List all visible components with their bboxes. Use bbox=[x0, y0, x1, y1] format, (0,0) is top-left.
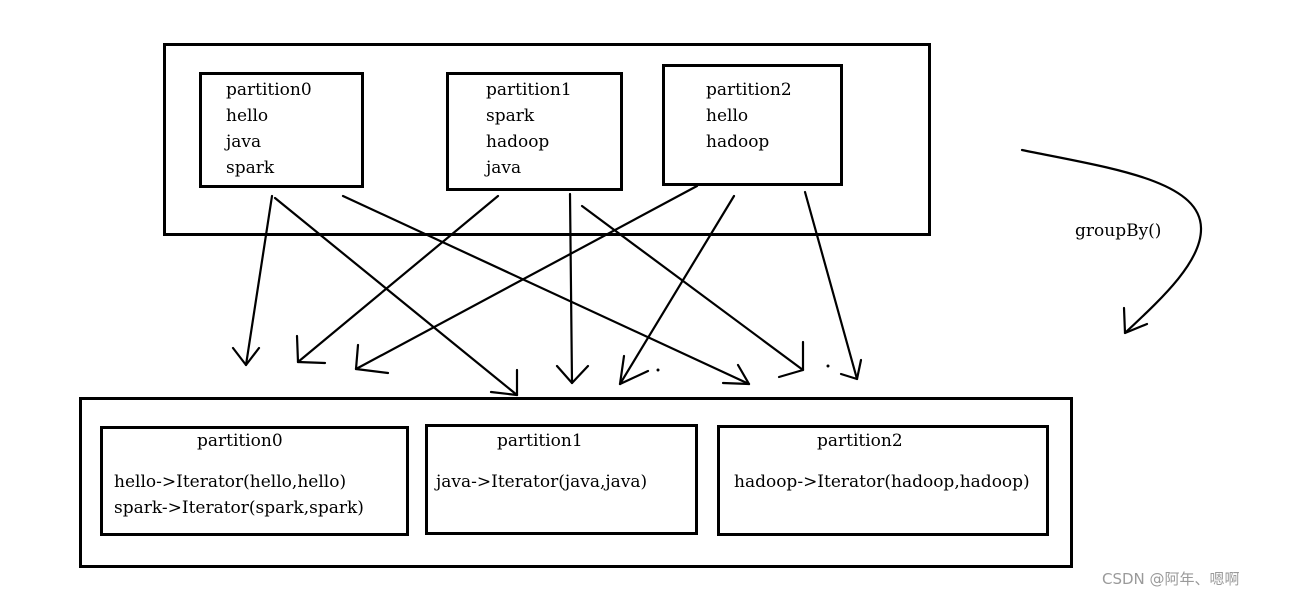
result-partition2-box bbox=[717, 425, 1049, 536]
arrowhead bbox=[777, 340, 805, 379]
arrowhead bbox=[721, 363, 751, 386]
source-partition0-item: hello bbox=[226, 106, 269, 126]
result-partition1-line: java->Iterator(java,java) bbox=[436, 472, 648, 492]
watermark: CSDN @阿年、嗯啊 bbox=[1102, 570, 1240, 588]
shuffle-arrow bbox=[803, 190, 859, 381]
shuffle-arrow bbox=[354, 184, 699, 371]
source-partition0-item: java bbox=[226, 132, 262, 152]
source-partition1-box bbox=[446, 72, 623, 191]
result-partition1-title: partition1 bbox=[497, 431, 583, 451]
shuffle-arrow bbox=[580, 204, 805, 372]
result-rdd-box bbox=[79, 397, 1073, 568]
source-partition0-item: spark bbox=[226, 158, 275, 178]
arrowhead bbox=[555, 364, 590, 385]
ink-dot bbox=[656, 368, 660, 372]
result-partition0-box bbox=[100, 426, 409, 536]
source-rdd-box bbox=[163, 43, 931, 236]
arrowhead bbox=[489, 368, 519, 397]
arrowhead bbox=[839, 358, 863, 381]
shuffle-arrow bbox=[568, 192, 574, 385]
source-partition1-item: spark bbox=[486, 106, 535, 126]
operation-label: groupBy() bbox=[1075, 221, 1162, 241]
source-partition1-item: hadoop bbox=[486, 132, 550, 152]
arrowhead bbox=[295, 334, 327, 365]
result-partition2-line: hadoop->Iterator(hadoop,hadoop) bbox=[734, 472, 1030, 492]
result-partition0-line: hello->Iterator(hello,hello) bbox=[114, 472, 347, 492]
source-partition1-item: java bbox=[486, 158, 522, 178]
source-partition2-item: hadoop bbox=[706, 132, 770, 152]
source-partition0-box bbox=[199, 72, 364, 188]
shuffle-arrow bbox=[618, 194, 736, 386]
source-partition0-title: partition0 bbox=[226, 80, 312, 100]
result-partition0-line: spark->Iterator(spark,spark) bbox=[114, 498, 364, 518]
result-partition1-box bbox=[425, 424, 698, 535]
source-partition2-title: partition2 bbox=[706, 80, 792, 100]
arrowhead bbox=[1122, 306, 1149, 335]
result-partition2-title: partition2 bbox=[817, 431, 903, 451]
result-partition0-title: partition0 bbox=[197, 431, 283, 451]
shuffle-arrow bbox=[296, 194, 500, 364]
groupby-arrow bbox=[1020, 148, 1203, 335]
source-partition2-box bbox=[662, 64, 843, 186]
source-partition1-title: partition1 bbox=[486, 80, 572, 100]
shuffle-arrow bbox=[341, 194, 751, 386]
arrowhead bbox=[354, 343, 390, 375]
shuffle-arrow bbox=[244, 194, 274, 367]
source-partition2-item: hello bbox=[706, 106, 749, 126]
arrowhead bbox=[231, 346, 261, 367]
ink-dot bbox=[826, 364, 830, 368]
arrowhead bbox=[618, 354, 650, 386]
shuffle-arrow bbox=[273, 196, 519, 397]
